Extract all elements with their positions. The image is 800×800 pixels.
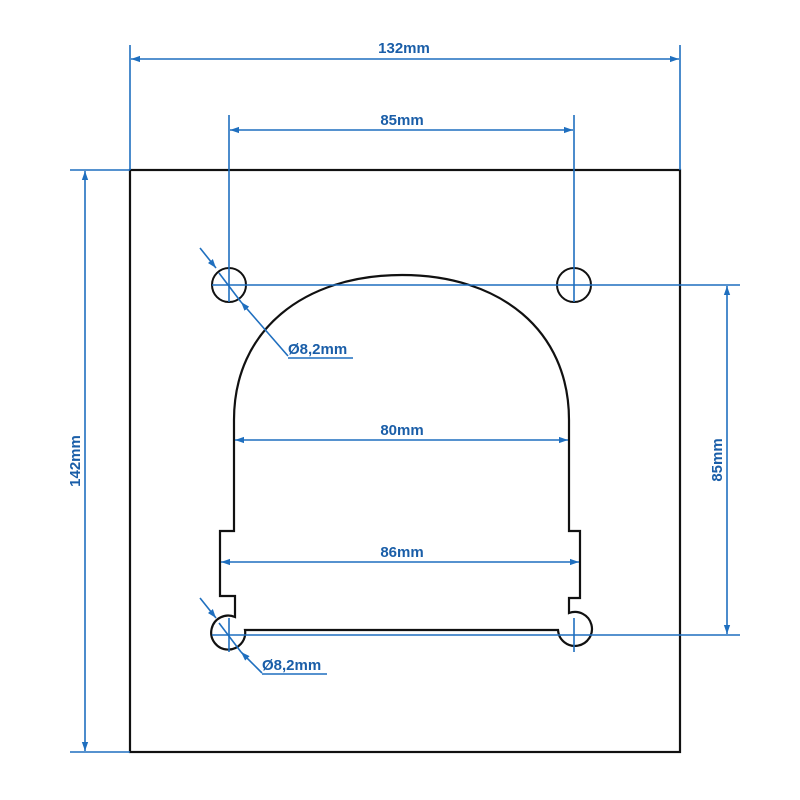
plate-outline [128, 168, 682, 754]
cutout-outline [210, 273, 594, 651]
hole-spacing-vertical-label: 85mm [709, 438, 726, 481]
dimension-lines [70, 45, 740, 753]
top-hole-diameter-label: Ø8,2mm [288, 341, 347, 358]
arch-width-label: 80mm [380, 422, 423, 439]
hole-spacing-horizontal-label: 85mm [380, 112, 423, 129]
lower-cutout-width-label: 86mm [380, 544, 423, 561]
overall-width-label: 132mm [378, 40, 430, 57]
bottom-hole-diameter-label: Ø8,2mm [262, 657, 321, 674]
overall-height-label: 142mm [67, 435, 84, 487]
